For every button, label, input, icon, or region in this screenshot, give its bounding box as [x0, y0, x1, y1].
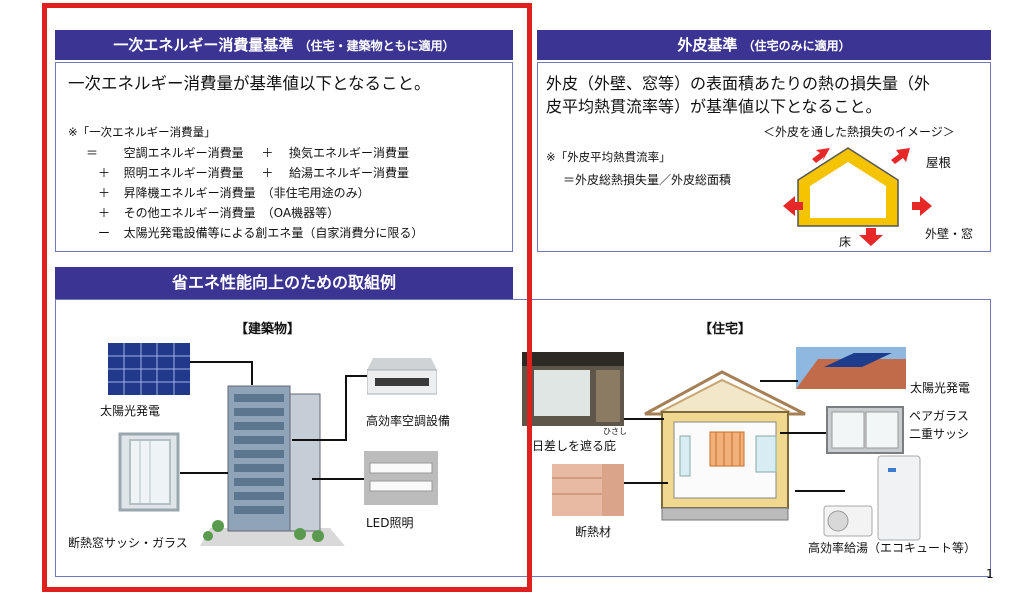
connector-ac-h2: [292, 439, 347, 441]
energy-item-4: ＋ その他エネルギー消費量 （OA機器等）: [98, 206, 340, 220]
energy-item-2: ＋ 照明エネルギー消費量 ＋ 給湯エネルギー消費量: [98, 166, 410, 180]
house-double-sash-label: 二重サッシ: [909, 427, 970, 441]
house-solar-photo-image: [796, 347, 906, 389]
label-roof: 屋根: [926, 155, 952, 170]
solar-panel-image: [108, 343, 190, 395]
house-pair-glass-label: ペアガラス: [909, 409, 969, 423]
window-sash-image: [118, 432, 180, 512]
roof-right-arrow-icon: [891, 148, 910, 164]
connector-house-solar: [760, 380, 798, 382]
house-solar-label: 太陽光発電: [910, 381, 971, 395]
house-insulation-label: 断熱材: [575, 525, 612, 539]
office-building-image: [200, 385, 345, 546]
connector-eaves: [624, 418, 664, 420]
water-heater-image: [823, 455, 921, 541]
envelope-statement-line1: 外皮（外壁、窓等）の表面積あたりの熱の損失量（外: [546, 74, 931, 93]
energy-note-title: ※「一次エネルギー消費量」: [68, 125, 216, 139]
energy-standard-title: 一次エネルギー消費量基準: [113, 36, 294, 54]
highlight-frame: [42, 3, 532, 592]
building-led-label: LED照明: [366, 516, 414, 530]
energy-item-3: ＋ 昇降機エネルギー消費量 （非住宅用途のみ）: [98, 186, 370, 200]
building-window-label: 断熱窓サッシ・ガラス: [68, 536, 188, 550]
energy-standard-box: [55, 62, 513, 252]
house-heading: 【住宅】: [699, 322, 752, 337]
floor-arrow-icon: [859, 228, 883, 246]
envelope-standard-title-band: 外皮基準 （住宅のみに適用）: [537, 30, 991, 60]
envelope-statement-line2: 皮平均熱貫流率等）が基準値以下となること。: [546, 97, 882, 116]
envelope-image-caption: ＜外皮を通した熱損失のイメージ＞: [763, 125, 955, 139]
air-conditioner-image: [367, 358, 437, 395]
energy-item-5: ー 太陽光発電設備等による創エネ量（自家消費分に限る）: [98, 226, 424, 240]
connector-window: [180, 472, 228, 474]
house-cross-section-image: [644, 370, 806, 521]
envelope-standard-title-note: （住宅のみに適用）: [742, 39, 851, 53]
page-number: 1: [986, 567, 994, 581]
connector-pair-glass: [780, 432, 826, 434]
envelope-standard-title: 外皮基準: [677, 36, 738, 54]
energy-item-1: ＝ 空調エネルギー消費量 ＋ 換気エネルギー消費量: [86, 146, 410, 160]
wall-right-arrow-icon: [912, 196, 932, 216]
eaves-photo-image: [522, 352, 624, 426]
building-solar-label: 太陽光発電: [100, 404, 161, 418]
connector-insulation: [624, 482, 668, 484]
label-floor: 床: [839, 235, 852, 249]
envelope-standard-box: [537, 62, 991, 252]
building-heading: 【建築物】: [235, 322, 301, 337]
building-ac-label: 高効率空調設備: [366, 414, 451, 428]
connector-led: [312, 478, 364, 480]
energy-standard-statement: 一次エネルギー消費量が基準値以下となること。: [68, 74, 431, 93]
roof-left-arrow-icon: [812, 148, 830, 163]
connector-water-heater: [795, 490, 845, 492]
insulation-image: [552, 464, 624, 516]
heat-loss-house-diagram: [783, 147, 932, 246]
envelope-note-title: ※「外皮平均熱貫流率」: [546, 150, 671, 164]
wall-left-arrow-icon: [783, 196, 803, 216]
energy-standard-title-note: （住宅・建築物ともに適用）: [298, 39, 455, 53]
envelope-note-formula: ＝外皮総熱損失量／外皮総面積: [563, 173, 732, 187]
house-eaves-label: 日差しを遮る庇: [532, 439, 617, 453]
house-eaves-ruby: ひさし: [603, 427, 627, 436]
label-wall-window: 外壁・窓: [925, 227, 974, 241]
connector-ac-v: [345, 375, 347, 440]
connector-ac-h1: [345, 375, 367, 377]
led-light-image: [364, 451, 438, 505]
examples-title: 省エネ性能向上のための取組例: [55, 267, 513, 299]
house-water-heater-label: 高効率給湯（エコキュート等）: [808, 541, 977, 555]
energy-standard-title-band: 一次エネルギー消費量基準 （住宅・建築物ともに適用）: [55, 30, 513, 60]
connector-solar-v: [251, 361, 253, 385]
pair-glass-image: [826, 406, 904, 454]
connector-solar-h: [190, 361, 252, 363]
